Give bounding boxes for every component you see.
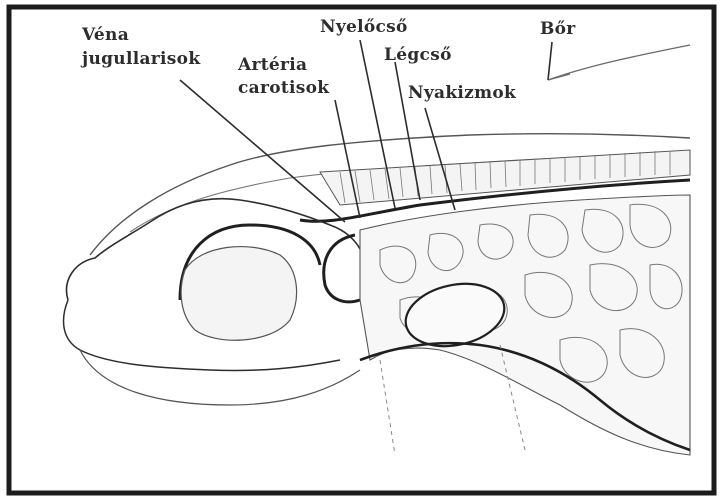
tongue-shape (181, 247, 296, 341)
label-arteria-line2: carotisok (238, 79, 329, 98)
skin-line-inner (548, 74, 570, 80)
label-legcso: Légcső (384, 46, 452, 65)
label-nyelocso: Nyelőcső (320, 18, 408, 37)
label-arteria-line1: Artéria (238, 56, 307, 75)
lower-jaw (80, 350, 360, 405)
label-bor: Bőr (540, 20, 576, 39)
label-vena-line2: jugullarisok (82, 50, 200, 69)
label-vena-line1: Véna (82, 26, 129, 45)
pharynx-curve (324, 235, 360, 302)
label-nyakizmok: Nyakizmok (408, 84, 516, 103)
